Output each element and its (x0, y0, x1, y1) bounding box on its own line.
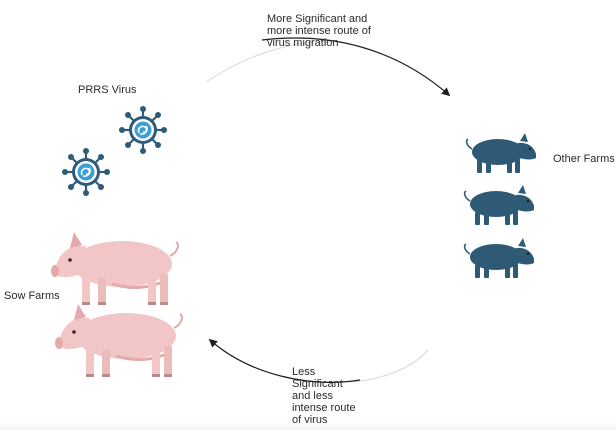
blue-pig-icon (465, 238, 534, 278)
bottom-route-line: Less (292, 366, 382, 378)
bottom-route-line: Significant (292, 378, 382, 390)
top-route-label: More Significant and more intense route … (267, 13, 407, 49)
bottom-route-label: Less Significant and less intense route … (292, 366, 382, 426)
bottom-fade (0, 422, 616, 430)
pink-pig-icon (55, 304, 182, 377)
top-route-line: More Significant and (267, 13, 407, 25)
top-route-line: more intense route of (267, 25, 407, 37)
top-route-line: virus migration (267, 37, 407, 49)
virus-label: PRRS Virus (78, 84, 136, 96)
other-farms-label: Other Farms (553, 153, 615, 165)
pink-pig-icon (51, 232, 178, 305)
sow-farms-label: Sow Farms (4, 290, 60, 302)
blue-pig-icon (467, 133, 536, 173)
bottom-route-line: and less (292, 390, 382, 402)
prrs-virus-icon (62, 148, 110, 196)
bottom-route-line: intense route (292, 402, 382, 414)
prrs-virus-icon (119, 106, 167, 154)
blue-pig-icon (465, 185, 534, 225)
